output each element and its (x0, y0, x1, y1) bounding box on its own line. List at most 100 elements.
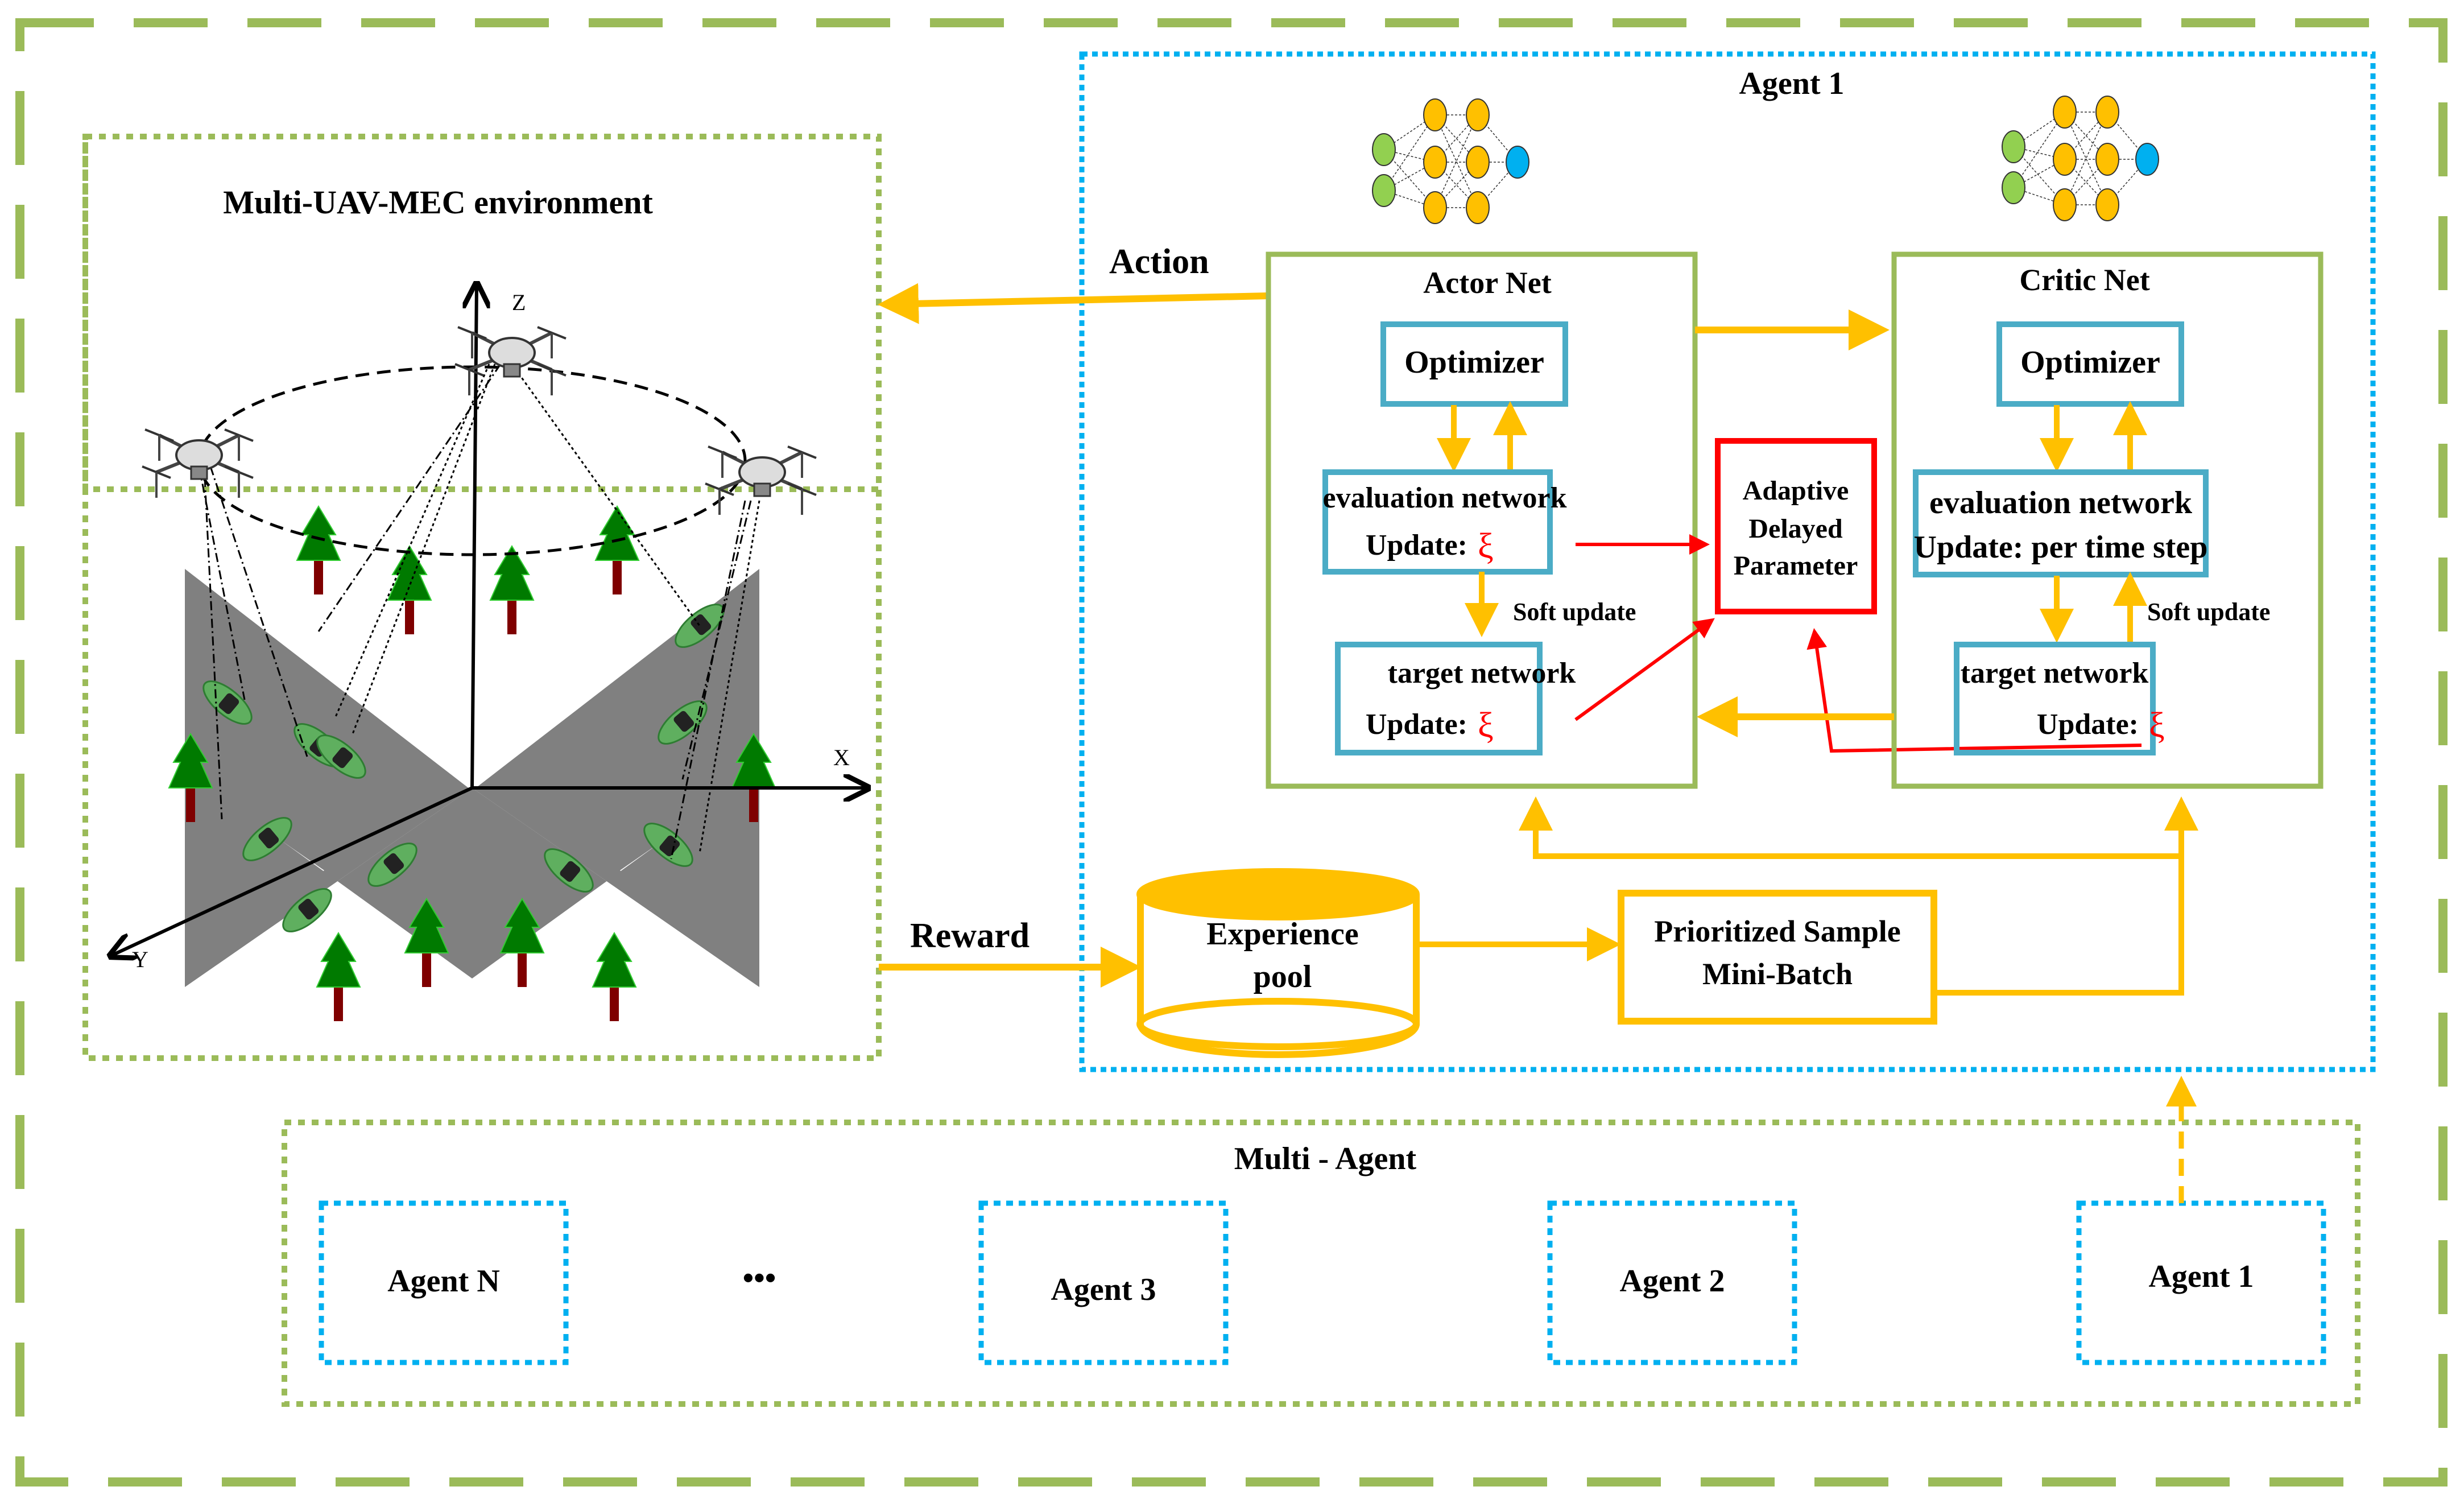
agent-n-box[interactable] (319, 1200, 569, 1365)
uav-links (198, 364, 760, 860)
uav-icon (705, 445, 817, 515)
prioritized-label-2: Mini-Batch (1702, 957, 1853, 991)
agent1-title: Agent 1 (1739, 66, 1844, 101)
critic-eval-box (1913, 469, 2209, 577)
nn-node (2002, 130, 2025, 163)
critic-net-title: Critic Net (2019, 263, 2149, 297)
critic-target-title: target network (1961, 657, 2149, 689)
environment-panel-border (82, 134, 882, 1061)
action-label: Action (1109, 242, 1209, 281)
adaptive-label-1: Adaptive (1743, 476, 1849, 506)
nn-node (1466, 98, 1490, 131)
tree-icon (592, 932, 637, 1021)
tree-icon (594, 505, 640, 594)
critic-optimizer-label: Optimizer (2020, 345, 2160, 380)
nn-node (2053, 96, 2077, 129)
multi-agent-panel (282, 1120, 2360, 1407)
agent-2-box[interactable] (1547, 1200, 1797, 1365)
actor-target-box (1335, 642, 1543, 755)
nn-node (1466, 146, 1490, 179)
experience-pool-label-2: pool (1254, 959, 1312, 994)
multi-agent-title: Multi - Agent (1234, 1141, 1417, 1176)
actor-target-update: Update: (1366, 708, 1467, 741)
critic-net-box (1891, 251, 2324, 789)
vehicles (202, 604, 725, 932)
outer-border (15, 18, 2448, 1487)
actor-eval-title: evaluation network (1323, 482, 1567, 514)
agent-2-label: Agent 2 (1619, 1263, 1725, 1299)
actor-net-box (1266, 251, 1698, 789)
y-axis (111, 786, 473, 956)
nn-node (2095, 188, 2119, 221)
agent-3-label: Agent 3 (1051, 1272, 1156, 1307)
vehicle-icon (544, 848, 594, 893)
uav-icon (142, 428, 254, 498)
x-axis-label: X (833, 745, 850, 770)
agent-n-label: Agent N (387, 1263, 500, 1299)
action-arrow (878, 283, 1269, 324)
nn-node (2095, 96, 2119, 129)
actor-target-xi: ξ (1478, 706, 1494, 745)
nn-node (1423, 146, 1447, 179)
actor-target-title: target network (1388, 657, 1576, 689)
nn-node (1466, 191, 1490, 224)
vehicle-icon (282, 888, 332, 932)
actor-optimizer-box (1380, 321, 1568, 407)
prioritized-label-1: Prioritized Sample (1654, 914, 1900, 948)
road-intersection (185, 569, 759, 987)
vehicle-icon (316, 734, 366, 779)
z-axis-label: Z (512, 290, 526, 315)
actor-eval-update: Update: (1366, 529, 1467, 561)
y-axis-label: Y (132, 947, 148, 972)
adaptive-label-3: Parameter (1734, 551, 1858, 581)
experience-pool (1136, 868, 1420, 1058)
adaptive-delayed-parameter-box (1715, 438, 1877, 614)
trees (168, 505, 776, 1021)
uav-orbit (197, 365, 747, 556)
critic-target-box (1954, 642, 2156, 755)
actor-eval-box (1322, 469, 1553, 575)
uav-drones (142, 326, 817, 515)
nn-node (2053, 143, 2077, 176)
environment-title: Multi-UAV-MEC environment (223, 184, 653, 221)
actor-net-title: Actor Net (1423, 266, 1551, 300)
critic-target-to-adaptive-arrow (1806, 628, 2142, 753)
critic-eval-title: evaluation network (1929, 485, 2193, 521)
vehicle-icon (367, 843, 417, 887)
actor-optimizer-label: Optimizer (1404, 345, 1544, 380)
tree-icon (489, 545, 535, 634)
tree-icon (387, 545, 432, 634)
nn-node (2053, 188, 2077, 221)
prioritized-sample-box (1618, 890, 1937, 1025)
nn-node (1423, 191, 1447, 224)
vehicle-icon (675, 604, 725, 648)
nn-node (1372, 133, 1396, 166)
actor-eval-xi: ξ (1478, 527, 1494, 565)
nn-node (1372, 174, 1396, 207)
z-axis (472, 284, 477, 788)
target-to-adaptive-arrow (1574, 618, 1715, 721)
experience-pool-label-1: Experience (1206, 916, 1358, 952)
nn-node (2002, 171, 2025, 204)
actor-nn-icon (1372, 98, 1529, 224)
critic-target-update: Update: (2037, 708, 2139, 741)
critic-eval-update: Update: per time step (1914, 530, 2208, 565)
agent-3-box[interactable] (978, 1200, 1229, 1365)
vehicle-icon (643, 823, 693, 867)
reward-label: Reward (910, 916, 1030, 955)
tree-icon (296, 505, 341, 594)
nn-node (2095, 143, 2119, 176)
agent-1-box[interactable] (2076, 1200, 2326, 1365)
tree-icon (316, 932, 361, 1021)
vehicle-icon (242, 817, 292, 861)
critic-optimizer-box (1996, 321, 2184, 407)
adaptive-label-2: Delayed (1748, 514, 1843, 544)
nn-node (1423, 98, 1447, 131)
agent-1-label: Agent 1 (2148, 1259, 2254, 1294)
tree-icon (404, 898, 449, 987)
nn-node (2135, 143, 2159, 176)
critic-target-xi: ξ (2149, 706, 2165, 745)
critic-soft-update-label: Soft update (2147, 598, 2270, 626)
tree-icon (168, 733, 213, 822)
